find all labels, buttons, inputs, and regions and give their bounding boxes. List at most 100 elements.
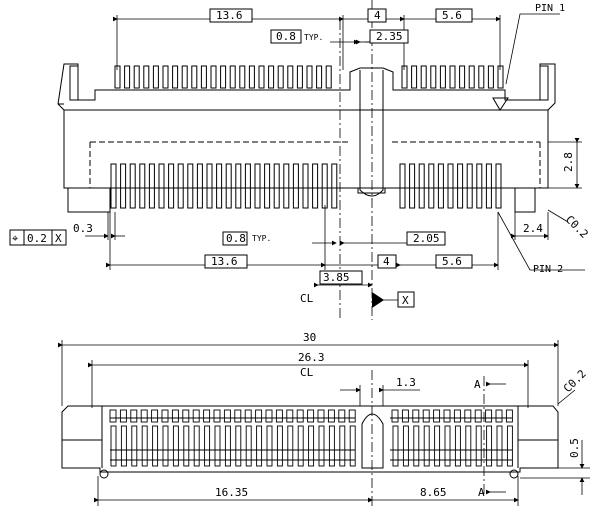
front-contact (505, 409, 513, 423)
front-contact (296, 409, 304, 423)
dim-top-left: 13.6 (216, 9, 243, 22)
front-contact-body (475, 425, 482, 467)
contact-pin (124, 65, 131, 89)
centerline-label-front: CL (300, 366, 314, 379)
section-label-top: A (474, 378, 481, 391)
front-contact (255, 409, 263, 423)
front-contact-body (224, 425, 231, 467)
contact-pin (306, 65, 313, 89)
front-contact-body (287, 425, 294, 467)
front-contact (140, 409, 148, 423)
front-contact-body (266, 425, 273, 467)
front-contact (130, 409, 138, 423)
contact-pin (210, 65, 217, 89)
contact-pin (331, 163, 338, 209)
contact-pin (129, 163, 136, 209)
front-contact-body (308, 425, 315, 467)
dim-offset-bot: 2.05 (413, 232, 440, 245)
front-contact (464, 409, 472, 423)
front-contact (307, 409, 315, 423)
contact-pin (114, 65, 121, 89)
hidden-outline (89, 141, 541, 188)
contact-pin (181, 65, 188, 89)
contact-pin (229, 65, 236, 89)
front-contact-body (141, 425, 148, 467)
contact-pin (478, 65, 485, 89)
front-contact (234, 409, 242, 423)
section-label-bot: A (478, 486, 485, 499)
contact-pin (439, 65, 446, 89)
dim-front-height: 0.5 (568, 438, 581, 458)
dim-chamfer-front: C0.2 (561, 367, 589, 395)
dim-bot-mid: 4 (383, 255, 390, 268)
front-contact (401, 409, 409, 423)
front-contact (453, 409, 461, 423)
front-contact (203, 409, 211, 423)
contact-pin (277, 65, 284, 89)
front-contact (495, 409, 503, 423)
front-contact-body (110, 425, 117, 467)
key-slot (359, 70, 384, 197)
dim-center-offset: 3.85 (323, 271, 350, 284)
front-contact-body (454, 425, 461, 467)
contact-pin (312, 163, 319, 209)
contact-pin (177, 163, 184, 209)
dim-pitch-bot: 0.8 (226, 232, 246, 245)
contact-pin (200, 65, 207, 89)
contact-pin (258, 65, 265, 89)
front-contact-body (486, 425, 493, 467)
top-dimension-lines (85, 13, 585, 301)
contact-pin (152, 65, 159, 89)
front-contact-body (193, 425, 200, 467)
front-contact-body (434, 425, 441, 467)
front-contact-body (444, 425, 451, 467)
contact-pin (325, 65, 332, 89)
dim-typ-top: TYP. (304, 33, 323, 42)
dim-pitch-top: 0.8 (276, 30, 296, 43)
front-contact (443, 409, 451, 423)
front-contact-body (152, 425, 159, 467)
front-contact-body (423, 425, 430, 467)
front-contact-body (172, 425, 179, 467)
contact-pin (476, 163, 483, 209)
contact-pin (148, 163, 155, 209)
fcf-value: 0.2 (27, 232, 47, 245)
dim-chamfer-top: C0.2 (563, 213, 590, 241)
contact-pin (254, 163, 261, 209)
contact-pin (495, 163, 502, 209)
front-contact (109, 409, 117, 423)
contact-pin (296, 65, 303, 89)
contact-pin (437, 163, 444, 209)
front-contact-body (402, 425, 409, 467)
front-contact-body (392, 425, 399, 467)
dim-tol-left: 0.3 (73, 222, 93, 235)
contact-pin (399, 163, 406, 209)
contact-pin (110, 163, 117, 209)
contact-pin (216, 163, 223, 209)
label-pin1: PIN 1 (535, 3, 565, 14)
front-contact (213, 409, 221, 423)
front-contact (338, 409, 346, 423)
dim-bot-left: 13.6 (211, 255, 238, 268)
front-contact-body (339, 425, 346, 467)
front-contact (412, 409, 420, 423)
contact-pin (220, 65, 227, 89)
dim-overall: 30 (303, 331, 316, 344)
contact-pin (428, 163, 435, 209)
fcf-datum: X (55, 232, 62, 245)
dim-top-mid: 4 (374, 9, 381, 22)
dim-top-right: 5.6 (442, 9, 462, 22)
top-dim-boxes (9, 8, 473, 308)
contact-pin (497, 65, 504, 89)
front-contact (192, 409, 200, 423)
contact-pin (411, 65, 418, 89)
contact-pin (487, 65, 494, 89)
contact-pin (168, 163, 175, 209)
front-contact (223, 409, 231, 423)
contact-pin (430, 65, 437, 89)
contact-pin (158, 163, 165, 209)
contact-pin (172, 65, 179, 89)
front-contact (151, 409, 159, 423)
contact-pin (468, 65, 475, 89)
contact-pin (139, 163, 146, 209)
